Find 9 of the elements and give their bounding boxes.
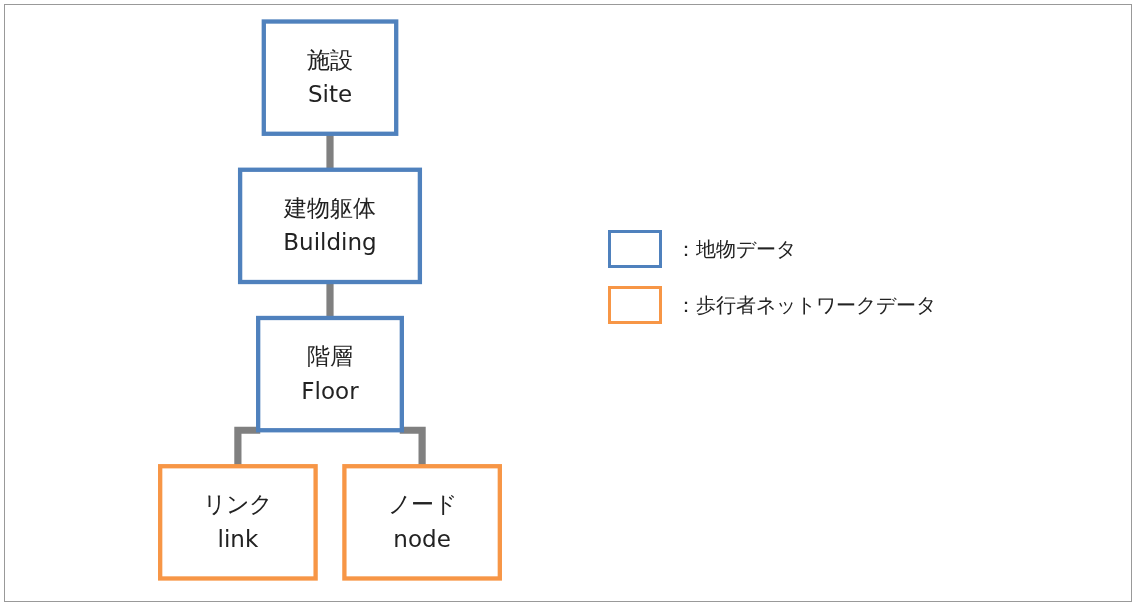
node-box: ノード node [342, 464, 502, 581]
legend-text: ：歩行者ネットワークデータ [676, 291, 936, 319]
legend-text: ：地物データ [676, 235, 796, 263]
connector [399, 426, 426, 467]
node-box: 階層 Floor [256, 315, 404, 433]
connector [234, 426, 261, 467]
node-box: 建物躯体 Building [237, 167, 423, 285]
node-box: リンク link [158, 464, 318, 581]
node-box: 施設 Site [261, 19, 399, 136]
